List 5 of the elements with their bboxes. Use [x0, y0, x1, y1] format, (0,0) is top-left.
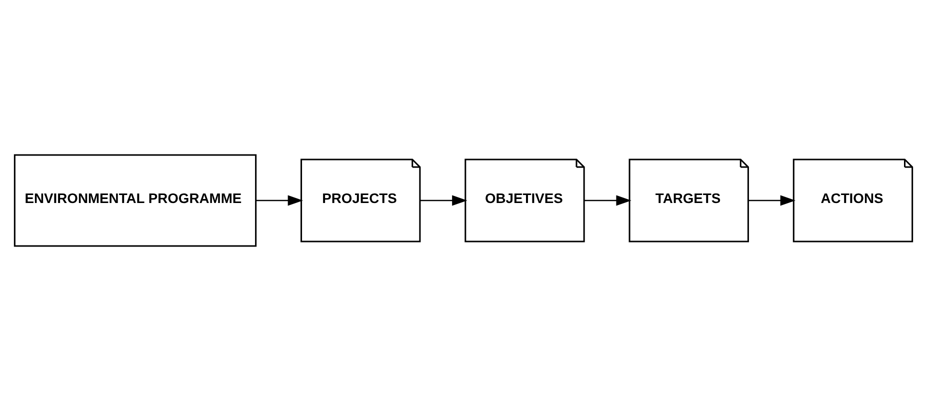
arrow	[420, 195, 468, 206]
arrow	[748, 195, 796, 206]
arrow	[584, 195, 632, 206]
arrow	[256, 195, 303, 206]
node-box: ENVIRONMENTAL PROGRAMME	[14, 154, 257, 247]
